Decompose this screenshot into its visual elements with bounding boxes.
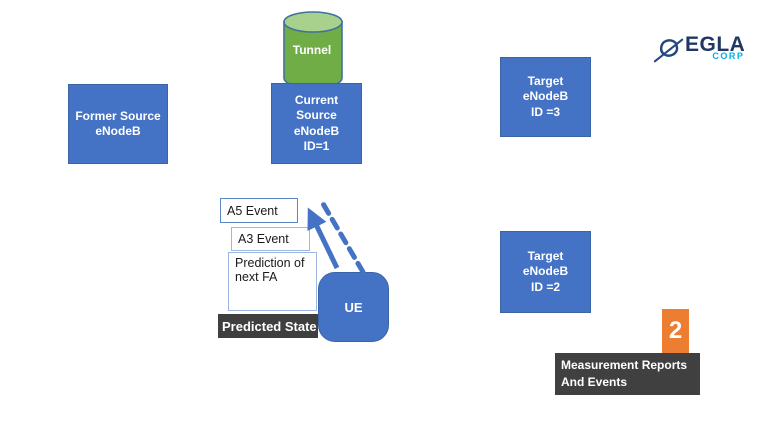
tunnel-node-label: Tunnel: [282, 43, 342, 57]
measurement-reports-box: Measurement Reports And Events: [555, 353, 700, 395]
node-target-enodeb-2: Target eNodeB ID =2: [500, 231, 591, 313]
egla-swoosh-icon: [653, 38, 684, 63]
step-number: 2: [668, 317, 683, 344]
target-enodeb-2-label: Target eNodeB ID =2: [522, 248, 569, 294]
prediction-box: Prediction of next FA: [228, 252, 317, 311]
node-ue: UE: [318, 272, 389, 342]
node-current-source-enodeb: Current Source eNodeB ID=1: [271, 83, 362, 164]
step-number-badge: 2: [662, 309, 689, 353]
a3-event-box: A3 Event: [231, 227, 310, 251]
former-source-label: Former Source eNodeB: [75, 108, 161, 138]
tunnel-label: Tunnel: [292, 43, 332, 57]
a3-event-label: A3 Event: [238, 232, 289, 246]
node-former-source-enodeb: Former Source eNodeB: [68, 84, 168, 164]
a5-event-label: A5 Event: [227, 203, 278, 218]
node-target-enodeb-3: Target eNodeB ID =3: [500, 57, 591, 137]
dashed-arrow: [319, 199, 366, 275]
a5-event-box: A5 Event: [220, 198, 298, 223]
measurement-reports-label: Measurement Reports And Events: [561, 358, 688, 389]
predicted-state-label: Predicted State: [222, 318, 317, 334]
egla-logo-sub: CORP: [712, 51, 745, 61]
predicted-state-box: Predicted State: [218, 314, 318, 338]
egla-logo: EGLA CORP: [653, 34, 749, 66]
ue-label: UE: [344, 299, 363, 315]
current-source-label: Current Source eNodeB ID=1: [293, 92, 340, 153]
target-enodeb-3-label: Target eNodeB ID =3: [522, 73, 569, 119]
prediction-label: Prediction of next FA: [235, 256, 305, 284]
egla-logo-name: EGLA: [685, 33, 746, 56]
egla-logo-text: EGLA CORP: [685, 34, 745, 61]
